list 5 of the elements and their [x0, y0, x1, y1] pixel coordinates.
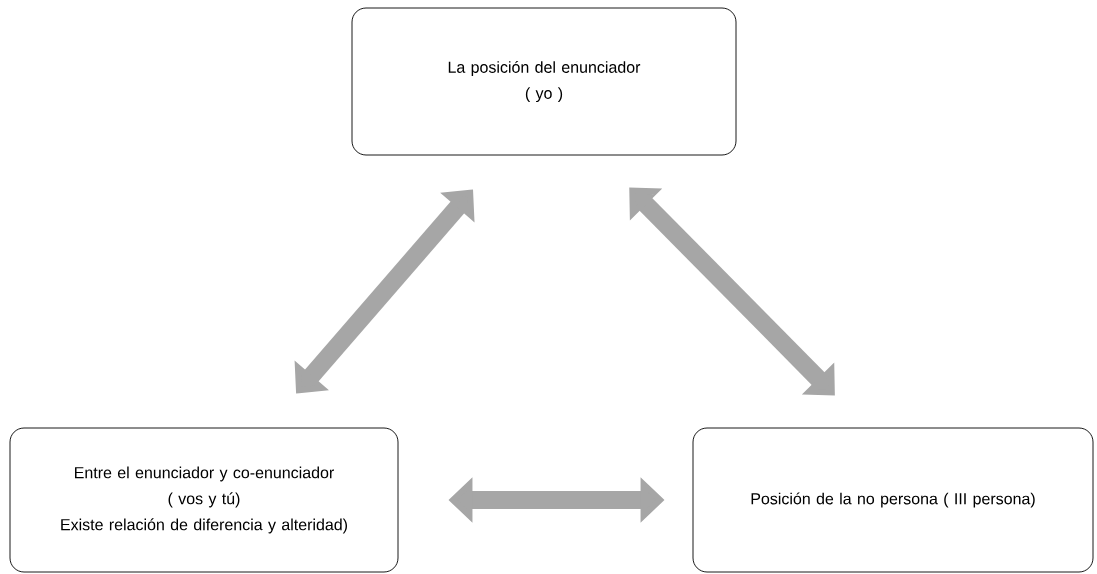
text-box: La posición del enunciador ( yo ) [351, 7, 737, 156]
double-arrow [294, 189, 475, 394]
double-arrow [629, 187, 835, 396]
text-box: Entre el enunciador y co-enunciador ( vos y tú) Existe relación de diferencia y alteridad) [9, 427, 399, 573]
text-box: Posición de la no persona ( III persona) [692, 427, 1094, 573]
